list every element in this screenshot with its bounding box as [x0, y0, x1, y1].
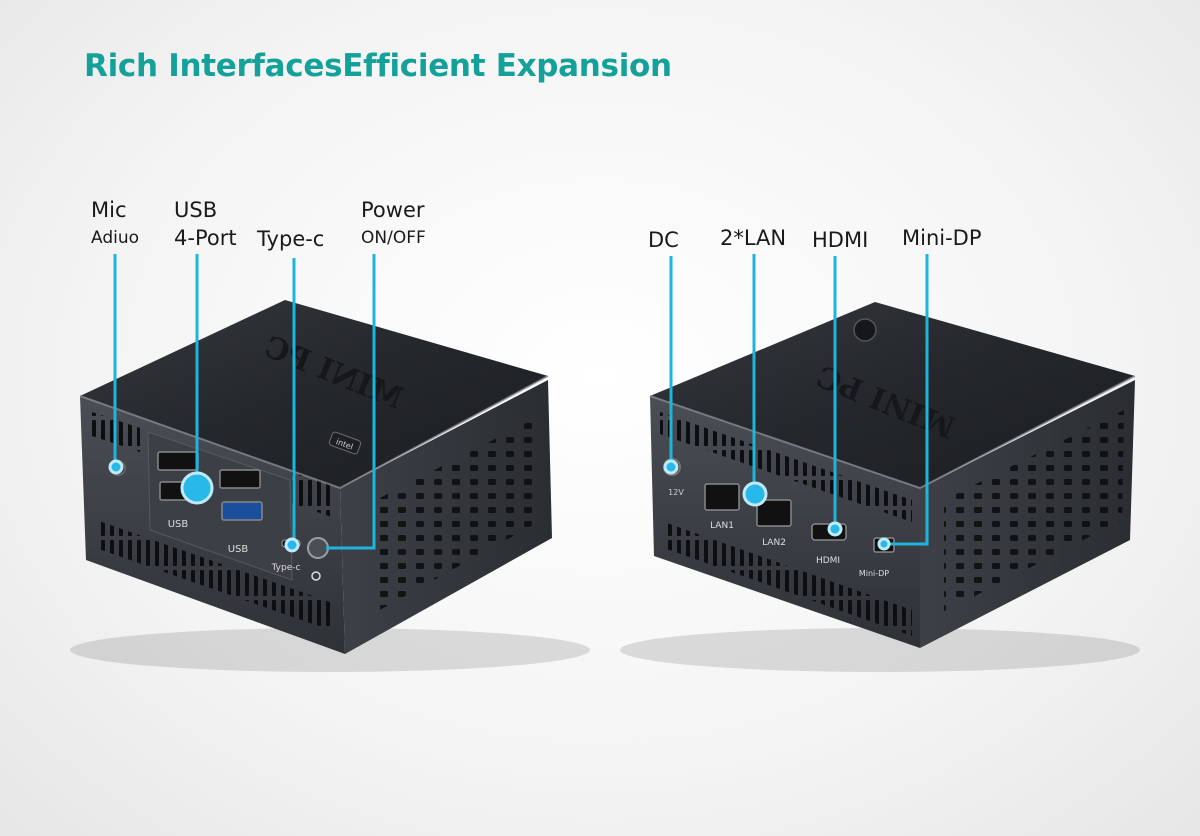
callout-typec-label: Type-c — [257, 225, 324, 253]
front-vent-bottom — [96, 520, 330, 630]
page-title: Rich InterfacesEfficient Expansion — [84, 48, 672, 84]
typec-callout-dot — [284, 537, 300, 553]
lan2-port — [756, 499, 792, 527]
usb-port-3 — [219, 469, 261, 489]
callout-minidp-label: Mini-DP — [902, 226, 982, 250]
typec-caption: Type-c — [271, 563, 301, 573]
callout-lan-label: 2*LAN — [720, 226, 787, 250]
mic-label-line1: Mic — [91, 198, 127, 222]
usb-callout-dot — [180, 471, 214, 505]
hdmi-callout-dot — [827, 521, 843, 537]
dc-caption: 12V — [668, 488, 684, 497]
rear-side-vent — [944, 410, 1124, 612]
lan1-port — [704, 483, 740, 511]
power-icon — [311, 571, 321, 581]
minidp-caption: Mini-DP — [859, 569, 889, 578]
callout-dc-label: DC — [648, 228, 679, 252]
callouts — [108, 254, 929, 553]
minidp-callout-dot — [877, 537, 891, 551]
usb-port-1 — [157, 451, 199, 471]
callout-hdmi-label: HDMI — [812, 228, 869, 252]
mic-label-line2: Adiuo — [91, 228, 140, 248]
usb-label-line1: USB — [174, 198, 218, 222]
lan-callout-dot — [742, 481, 768, 507]
front-mini-pc: MINI PC intel USB USB Type-c — [70, 300, 590, 672]
rear-vent-top — [660, 412, 912, 522]
rear-vent-bottom — [664, 522, 912, 636]
power-label-line2: ON/OFF — [361, 228, 426, 248]
rear-mini-pc: MINI PC 12V LAN1 LAN2 HDMI Mini-DP — [620, 302, 1140, 672]
mic-callout-dot — [108, 459, 124, 475]
callout-mic-label: Mic Adiuo — [91, 196, 139, 252]
power-callout-line — [326, 254, 376, 550]
lan2-caption: LAN2 — [762, 538, 786, 548]
usb-right-caption: USB — [228, 544, 249, 555]
power-button — [307, 537, 329, 559]
callout-usb-label: USB 4-Port — [174, 196, 237, 252]
dc-callout-dot — [663, 459, 679, 475]
lan1-caption: LAN1 — [710, 521, 734, 531]
hdmi-caption: HDMI — [816, 556, 840, 566]
usb-left-caption: USB — [168, 519, 189, 530]
usb-label-line2: 4-Port — [174, 226, 237, 250]
minidp-callout-line — [886, 254, 929, 546]
front-side-vent — [372, 416, 542, 612]
usb3-port — [221, 501, 263, 521]
callout-power-label: Power ON/OFF — [361, 196, 426, 252]
typec-label-line1: Type-c — [257, 227, 325, 251]
power-label-line1: Power — [361, 198, 425, 222]
rear-top-badge — [853, 318, 877, 342]
